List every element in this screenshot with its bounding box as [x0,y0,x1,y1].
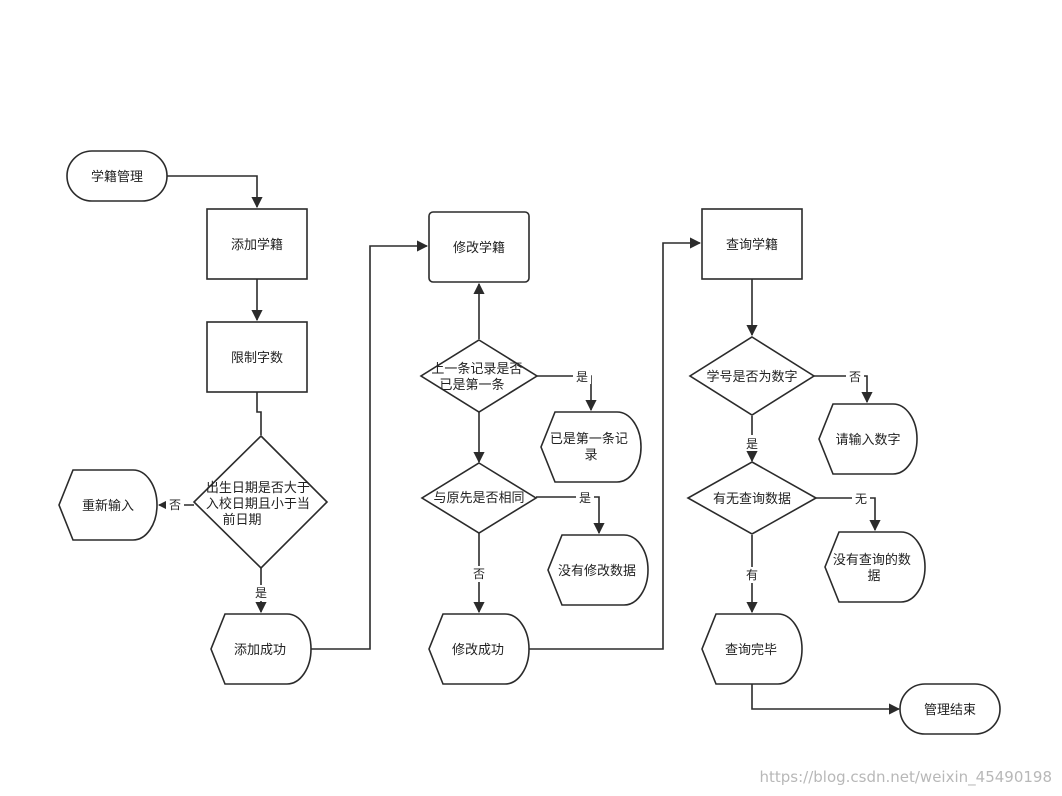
node-date-check-line-3: 前日期 [222,512,261,528]
edge-label-backgrounds [166,368,870,601]
node-is-first-label: 已是第一条记 录 [550,431,632,463]
node-is-first-line-1: 已是第一条记 [550,431,628,447]
node-query-done: 查询完毕 [701,613,803,685]
node-add-label: 添加学籍 [231,237,283,253]
edge-label-date-yes: 是 [255,586,267,600]
edge-label-num-yes: 是 [746,437,758,451]
node-date-check-line-1: 出生日期是否大于 [206,481,310,496]
watermark-text: https://blog.csdn.net/weixin_45490198 [759,768,1052,787]
edge-label-num-no: 否 [849,370,861,384]
node-limit: 限制字数 [206,321,308,393]
edges [157,175,901,715]
edge-add-ok-to-modify [311,240,429,650]
node-modify-ok: 修改成功 [428,613,530,685]
node-query: 查询学籍 [701,208,803,280]
node-is-first-line-2: 录 [584,448,597,463]
node-query-done-label: 查询完毕 [725,643,777,658]
node-first-check-line-1: 上一条记录是否 [431,361,522,377]
node-date-check-line-2: 入校日期且小于当 [206,496,310,512]
node-input-num-label: 请输入数字 [835,432,900,448]
node-date-check-label: 出生日期是否大于 入校日期且小于当 前日期 [206,481,314,528]
node-start-label: 学籍管理 [91,169,143,185]
node-date-check: 出生日期是否大于 入校日期且小于当 前日期 [192,434,329,570]
edge-num-no-to-input-num [814,375,873,404]
node-same-check: 与原先是否相同 [420,462,538,534]
edge-label-first-yes: 是 [576,370,588,384]
node-reinput-label: 重新输入 [82,498,134,514]
node-data-check-label: 有无查询数据 [713,492,791,507]
edge-query-done-to-end [751,684,901,715]
node-data-check: 有无查询数据 [686,461,818,535]
edge-label-data-none: 无 [855,492,867,506]
node-modify-label: 修改学籍 [453,240,505,256]
node-add-ok: 添加成功 [210,613,312,685]
edge-label-same-no: 否 [473,567,485,581]
node-reinput: 重新输入 [58,469,158,541]
node-is-first: 已是第一条记 录 [540,411,642,483]
edge-label-data-has: 有 [746,568,758,582]
edge-limit-to-date-check [256,392,262,435]
node-first-check: 上一条记录是否 已是第一条 [419,339,539,413]
node-add-ok-label: 添加成功 [234,643,286,658]
node-no-data: 没有查询的数 据 [824,531,926,603]
node-same-check-label: 与原先是否相同 [433,491,524,506]
node-add: 添加学籍 [206,208,308,280]
node-query-label: 查询学籍 [726,237,778,253]
node-no-data-label: 没有查询的数 据 [833,552,915,584]
edge-label-same-yes: 是 [579,491,591,505]
node-end: 管理结束 [899,683,1001,735]
node-start: 学籍管理 [66,150,168,202]
node-no-data-line-2: 据 [867,569,880,584]
node-end-label: 管理结束 [924,703,976,718]
edge-start-to-add [167,175,263,209]
node-num-check-label: 学号是否为数字 [706,369,797,385]
node-first-check-line-2: 已是第一条 [439,377,504,393]
node-num-check: 学号是否为数字 [688,336,816,416]
edge-data-none-to-no-data [816,497,881,532]
node-no-data-line-1: 没有查询的数 [833,552,911,568]
node-modify: 修改学籍 [428,211,530,283]
node-modify-ok-label: 修改成功 [452,643,504,658]
node-input-num: 请输入数字 [818,403,918,475]
node-no-modify: 没有修改数据 [547,534,649,606]
node-first-check-label: 上一条记录是否 已是第一条 [431,361,526,393]
node-limit-label: 限制字数 [231,351,283,366]
edge-same-yes-to-no-modify [536,496,605,535]
edge-modify-ok-to-query [529,237,702,650]
edge-labels: 否 是 是 是 否 否 是 无 有 [169,370,867,600]
edge-label-date-no: 否 [169,498,181,512]
node-no-modify-label: 没有修改数据 [558,564,636,579]
